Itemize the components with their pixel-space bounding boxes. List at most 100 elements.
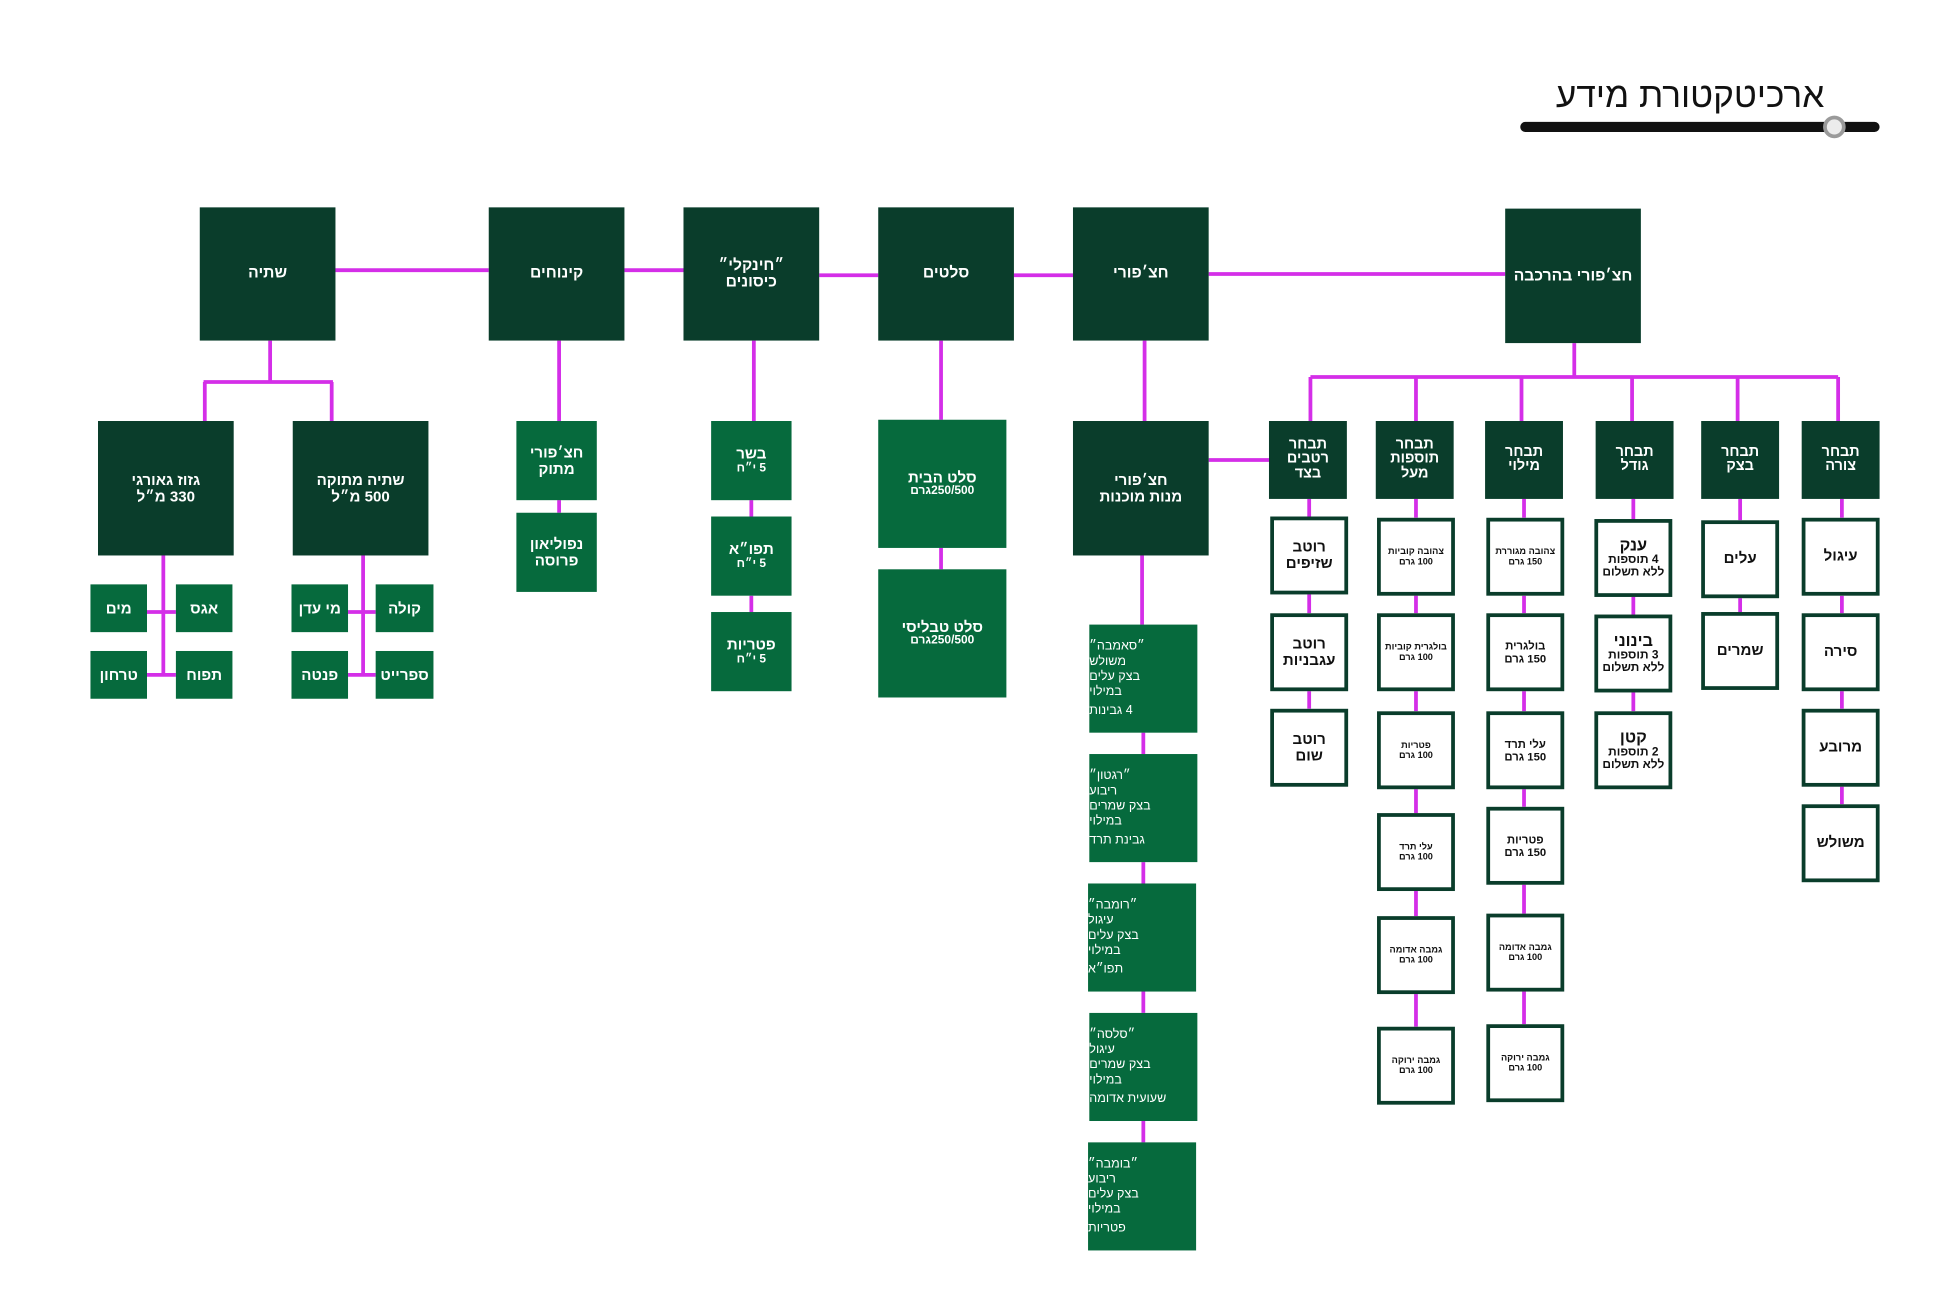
step-size: תבחר גודל <box>1595 421 1674 499</box>
khinkali-item: תפו״א 5 י״ח <box>711 516 792 596</box>
box-label: סלטים <box>922 264 970 283</box>
box-label-line: שתיה מתוקה <box>316 471 405 489</box>
sauce-option: רוטב שזיפים <box>1270 516 1349 595</box>
box-label-line: סלט טבליסי <box>901 617 984 636</box>
step-filling: תבחר מילוי <box>1485 421 1563 499</box>
item-line: ריבוע <box>1089 783 1118 798</box>
item-line: במילוי <box>1088 943 1121 957</box>
option-line: סירה <box>1823 642 1858 661</box>
drink-item: טרחון <box>90 650 147 699</box>
step-label-line: תוספות <box>1390 451 1440 467</box>
option-line: 150 גרם <box>1504 652 1547 665</box>
shape-option: משולש <box>1801 804 1880 883</box>
filling-option: גמבה ירוקה 100 גרם <box>1486 1024 1565 1103</box>
option-line: עיגול <box>1823 547 1858 565</box>
circle-knob-icon <box>1823 115 1846 139</box>
item-line: בצק שמרים <box>1089 798 1151 813</box>
option-line: ללא תשלום <box>1602 565 1665 580</box>
size-option: קטן 2 תוספות ללא תשלום <box>1594 711 1673 790</box>
option-line: 100 גרם <box>1508 1061 1543 1074</box>
option-line: 3 תוספות <box>1608 648 1659 663</box>
option-line: 100 גרם <box>1399 749 1433 761</box>
item-line: 4 גבינות <box>1089 703 1133 717</box>
option-line: 150 גרם <box>1504 845 1547 859</box>
option-line: גמבה אדומה <box>1389 943 1443 955</box>
box-label-line: 500 מ״ל <box>331 486 390 505</box>
item-line: במילוי <box>1088 1202 1121 1216</box>
item-line: ״סלסה״ <box>1089 1027 1136 1042</box>
step-label-line: צורה <box>1825 458 1857 474</box>
category-khinkali: ״חינקלי״ כיסונים <box>683 207 820 341</box>
option-line: 100 גרם <box>1399 850 1433 863</box>
step-label-line: בצד <box>1294 465 1322 482</box>
item-line: בצק עלים <box>1089 669 1141 684</box>
item-line: במילוי <box>1089 1072 1122 1087</box>
drink-item: מים <box>90 584 147 633</box>
option-line: רוטב <box>1292 537 1326 556</box>
drink-group-georgian-soda: גזוז גאורגי 330 מ״ל <box>97 421 234 556</box>
option-line: בולגרית קוביות <box>1385 640 1447 652</box>
option-line: 100 גרם <box>1399 953 1433 966</box>
step-sauces: תבחר רטבים בצד <box>1268 421 1347 499</box>
filling-option: פטריות 150 גרם <box>1486 806 1565 885</box>
drink-item: מי עדן <box>291 584 349 633</box>
topping-option: צהובה קוביות 100 גרם <box>1377 517 1455 596</box>
item-line: בצק עלים <box>1088 1186 1139 1201</box>
connector <box>146 555 176 677</box>
topping-option: פטריות 100 גרם <box>1377 711 1455 790</box>
option-line: צהובה קוביות <box>1388 544 1444 557</box>
option-line: 150 גרם <box>1508 555 1543 567</box>
box-label-line: כיסונים <box>725 272 778 291</box>
option-line: גמבה ירוקה <box>1500 1051 1550 1063</box>
khinkali-item: בשר 5 י״ח <box>711 421 792 501</box>
item-line: שעועית אדומה <box>1089 1091 1167 1106</box>
box-label-line: פטריות <box>726 636 776 654</box>
box-label: קינוחים <box>529 264 584 283</box>
connector <box>1308 343 1841 422</box>
item-line: ״רגטון״ <box>1089 768 1131 783</box>
shape-option: מרובע <box>1801 708 1880 787</box>
box-label-line: מתוק <box>538 459 575 477</box>
option-line: שום <box>1295 746 1323 765</box>
option-line: שזיפים <box>1285 554 1333 572</box>
category-desserts: קינוחים <box>488 207 625 341</box>
item-line: משולש <box>1089 654 1126 668</box>
option-line: 2 תוספות <box>1608 745 1659 759</box>
item-line: ריבוע <box>1088 1171 1116 1186</box>
option-line: 100 גרם <box>1399 650 1433 663</box>
box-label-line: חצ׳פורי <box>529 443 584 462</box>
box-label-line: סלט הבית <box>907 468 977 487</box>
box-label-line: מנות מוכנות <box>1099 486 1183 505</box>
category-salads: סלטים <box>878 207 1014 341</box>
box-label: חצ׳פורי <box>1112 264 1169 283</box>
ready-made-item: ״רומבה״ עיגול בצק עלים במילוי תפו״א <box>1088 883 1197 992</box>
ready-made-item: ״סלסה״ עיגול בצק שמרים במילוי שעועית אדו… <box>1089 1012 1198 1122</box>
connector <box>335 268 1506 278</box>
option-line: משולש <box>1816 833 1865 852</box>
box-label-line: 330 מ״ל <box>136 486 196 505</box>
step-label-line: מילוי <box>1508 458 1540 474</box>
drink-item: תפוח <box>175 650 233 699</box>
item-line: עיגול <box>1088 913 1114 927</box>
category-build-khachapuri: חצ׳פורי בהרכבה <box>1505 208 1641 344</box>
box-label: מים <box>105 599 132 617</box>
option-line: 100 גרם <box>1399 555 1433 567</box>
item-line: במילוי <box>1089 684 1122 699</box>
box-label-line: 5 י״ח <box>736 460 767 475</box>
option-line: שמרים <box>1716 641 1764 660</box>
item-line: ״בומבה״ <box>1088 1156 1139 1171</box>
step-label-line: תבחר <box>1505 444 1544 460</box>
box-label: טרחון <box>99 665 138 684</box>
box-label-line: חצ׳פורי <box>1114 471 1168 489</box>
dough-option: שמרים <box>1701 612 1780 690</box>
drink-item: קולה <box>375 584 434 633</box>
dough-option: עלים <box>1701 520 1780 599</box>
filling-option: צהובה מגוררת 150 גרם <box>1486 517 1565 596</box>
shape-option: עיגול <box>1801 517 1880 596</box>
size-option: בינוני 3 תוספות ללא תשלום <box>1594 614 1673 693</box>
option-line: צהובה מגוררת <box>1495 544 1556 557</box>
filling-option: גמבה אדומה 100 גרם <box>1486 913 1565 992</box>
ready-made-item: ״רגטון״ ריבוע בצק שמרים במילוי גבינת תרד <box>1089 754 1198 863</box>
option-line: 4 תוספות <box>1608 552 1659 567</box>
